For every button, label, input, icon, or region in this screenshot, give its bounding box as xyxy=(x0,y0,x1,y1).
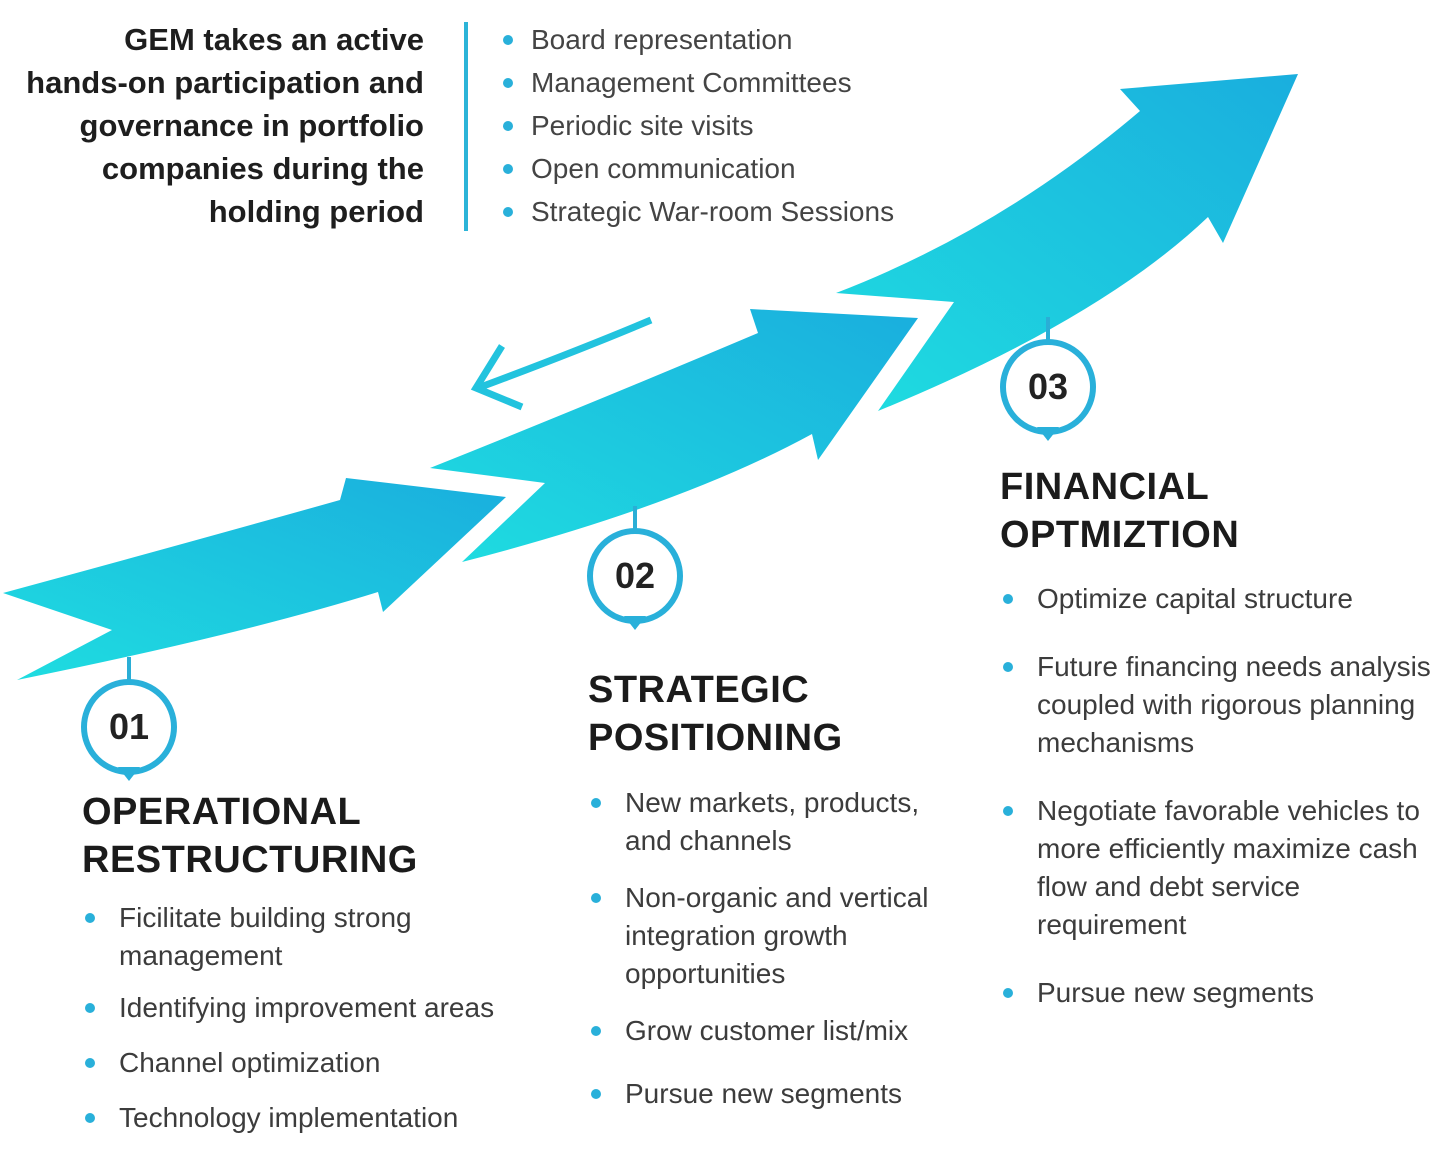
stage-title-line: RESTRUCTURING xyxy=(82,839,418,881)
stage-list-03: Optimize capital structure Future financ… xyxy=(1000,580,1452,1012)
bullet-dot-icon xyxy=(1003,806,1013,816)
governance-item-label: Open communication xyxy=(531,153,796,184)
stage-title-02: STRATEGIC POSITIONING xyxy=(588,666,843,762)
bullet-dot-icon xyxy=(503,164,513,174)
stage-marker-02: 02 xyxy=(587,506,683,630)
growth-arrow-1 xyxy=(3,478,506,680)
stage-list-item: Ficilitate building strong management xyxy=(82,899,552,975)
governance-item: Periodic site visits xyxy=(500,104,894,147)
growth-arrow-2 xyxy=(430,309,918,562)
stage-list-02: New markets, products, and channels Non-… xyxy=(588,784,968,1113)
governance-item: Strategic War-room Sessions xyxy=(500,190,894,233)
stage-list-item: Pursue new segments xyxy=(588,1075,968,1113)
stage-list-item: Channel optimization xyxy=(82,1044,552,1082)
stage-list-01: Ficilitate building strong management Id… xyxy=(82,899,552,1137)
stage-list-item-label: Pursue new segments xyxy=(625,1078,903,1109)
bullet-dot-icon xyxy=(591,893,601,903)
governance-list: Board representation Management Committe… xyxy=(500,18,894,233)
stage-list-item-label: New markets, products, and channels xyxy=(625,787,920,856)
stage-list-item-label: Optimize capital structure xyxy=(1037,583,1353,614)
bullet-dot-icon xyxy=(503,78,513,88)
stage-list-item: Negotiate favorable vehicles to more eff… xyxy=(1000,792,1452,944)
stage-list-item: Non-organic and vertical integration gro… xyxy=(588,879,968,993)
divider-bar xyxy=(464,22,468,231)
stage-title-line: POSITIONING xyxy=(588,717,843,759)
governance-item-label: Management Committees xyxy=(531,67,852,98)
bullet-dot-icon xyxy=(591,798,601,808)
stage-marker-01: 01 xyxy=(81,657,177,781)
stage-list-item: Future financing needs analysis coupled … xyxy=(1000,648,1452,762)
stage-list-item-label: Channel optimization xyxy=(119,1047,381,1078)
stage-list-item-label: Grow customer list/mix xyxy=(625,1015,909,1046)
governance-item-label: Board representation xyxy=(531,24,793,55)
stage-list-item: Grow customer list/mix xyxy=(588,1012,968,1050)
stage-list-item-label: Pursue new segments xyxy=(1037,977,1315,1008)
bullet-dot-icon xyxy=(1003,594,1013,604)
map-pin-icon xyxy=(118,767,140,781)
bullet-dot-icon xyxy=(85,1003,95,1013)
stage-title-line: STRATEGIC xyxy=(588,669,810,711)
governance-item-label: Periodic site visits xyxy=(531,110,754,141)
bullet-dot-icon xyxy=(1003,662,1013,672)
intro-statement: GEM takes an active hands-on participati… xyxy=(10,18,424,233)
stage-list-item-label: Ficilitate building strong management xyxy=(119,902,412,971)
intro-line: governance in portfolio xyxy=(79,108,424,143)
bullet-dot-icon xyxy=(591,1026,601,1036)
bullet-dot-icon xyxy=(503,121,513,131)
stage-title-01: OPERATIONAL RESTRUCTURING xyxy=(82,788,418,884)
bullet-dot-icon xyxy=(503,207,513,217)
bullet-dot-icon xyxy=(85,1113,95,1123)
stage-marker-03: 03 xyxy=(1000,317,1096,441)
stage-list-item-label: Future financing needs analysis coupled … xyxy=(1037,651,1431,758)
governance-item-label: Strategic War-room Sessions xyxy=(531,196,895,227)
stage-list-item-label: Identifying improvement areas xyxy=(119,992,495,1023)
intro-line: hands-on participation and xyxy=(26,65,424,100)
governance-item: Management Committees xyxy=(500,61,894,104)
stage-number: 03 xyxy=(1000,339,1096,435)
intro-line: companies during the xyxy=(101,151,424,186)
bullet-dot-icon xyxy=(1003,988,1013,998)
intro-line: holding period xyxy=(208,194,424,229)
stage-list-item-label: Non-organic and vertical integration gro… xyxy=(625,882,929,989)
stage-number: 02 xyxy=(587,528,683,624)
intro-line: GEM takes an active xyxy=(124,22,424,57)
growth-arrow-3 xyxy=(836,74,1298,411)
stage-list-item: Identifying improvement areas xyxy=(82,989,552,1027)
stage-title-03: FINANCIAL OPTMIZTION xyxy=(1000,463,1239,559)
governance-item: Open communication xyxy=(500,147,894,190)
stage-list-item: New markets, products, and channels xyxy=(588,784,968,860)
stage-list-item-label: Technology implementation xyxy=(119,1102,459,1133)
stage-number: 01 xyxy=(81,679,177,775)
stage-title-line: OPTMIZTION xyxy=(1000,514,1240,556)
stage-list-item-label: Negotiate favorable vehicles to more eff… xyxy=(1037,795,1420,940)
stage-title-line: OPERATIONAL xyxy=(82,791,362,833)
bullet-dot-icon xyxy=(85,913,95,923)
bullet-dot-icon xyxy=(503,35,513,45)
map-pin-icon xyxy=(624,616,646,630)
stage-list-item: Technology implementation xyxy=(82,1099,552,1137)
stage-title-line: FINANCIAL xyxy=(1000,466,1210,508)
map-pin-icon xyxy=(1037,427,1059,441)
bullet-dot-icon xyxy=(591,1089,601,1099)
back-arrow-icon xyxy=(470,316,653,411)
stage-list-item: Optimize capital structure xyxy=(1000,580,1452,618)
governance-item: Board representation xyxy=(500,18,894,61)
stage-list-item: Pursue new segments xyxy=(1000,974,1452,1012)
bullet-dot-icon xyxy=(85,1058,95,1068)
